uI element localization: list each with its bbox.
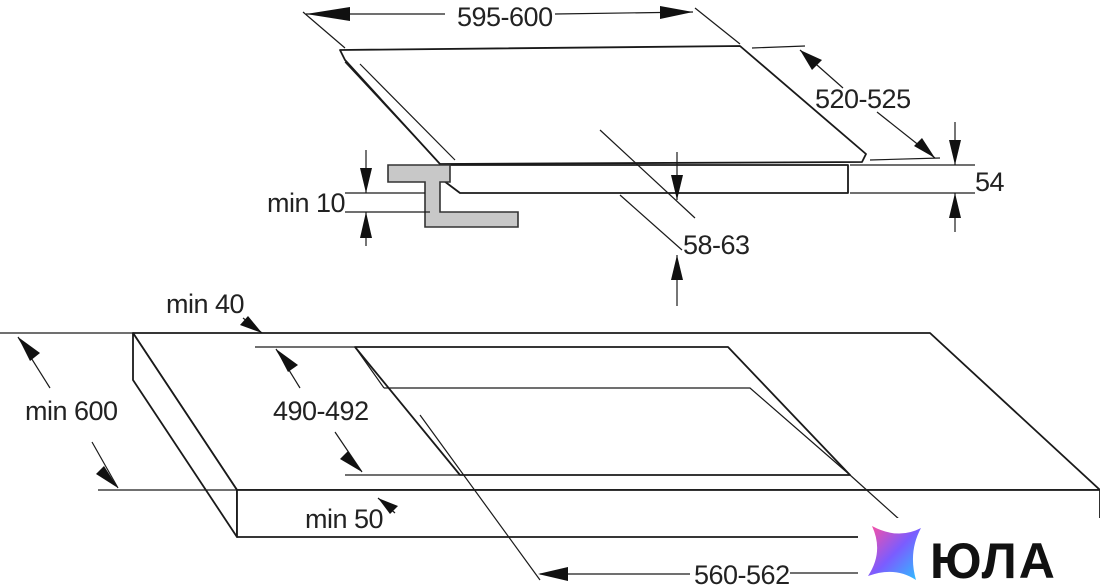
label-edge-front-min: min 50 bbox=[305, 504, 383, 534]
label-embed-depth: 58-63 bbox=[683, 230, 750, 260]
label-width-top: 595-600 bbox=[457, 2, 553, 32]
label-counter-depth-min: min 600 bbox=[25, 396, 118, 426]
hob-body bbox=[439, 164, 849, 194]
logo-text: ЮЛА bbox=[930, 533, 1057, 586]
label-depth-top: 520-525 bbox=[815, 84, 911, 114]
yula-star-icon bbox=[868, 526, 921, 580]
label-clearance-min: min 10 bbox=[267, 188, 345, 218]
mounting-bracket bbox=[387, 164, 519, 228]
countertop-drawing bbox=[132, 332, 1100, 538]
label-height: 54 bbox=[975, 167, 1005, 197]
dimension-labels: 595-600 520-525 54 min 10 58-63 min 40 m… bbox=[25, 2, 1005, 586]
label-cutout-width: 560-562 bbox=[694, 560, 790, 586]
label-cutout-depth: 490-492 bbox=[273, 396, 369, 426]
hob-drawing bbox=[339, 45, 867, 228]
dimension-lines bbox=[0, 6, 975, 581]
label-edge-back-min: min 40 bbox=[166, 289, 244, 319]
hob-glass-top bbox=[339, 45, 867, 165]
yula-logo: ЮЛА bbox=[858, 518, 1100, 586]
